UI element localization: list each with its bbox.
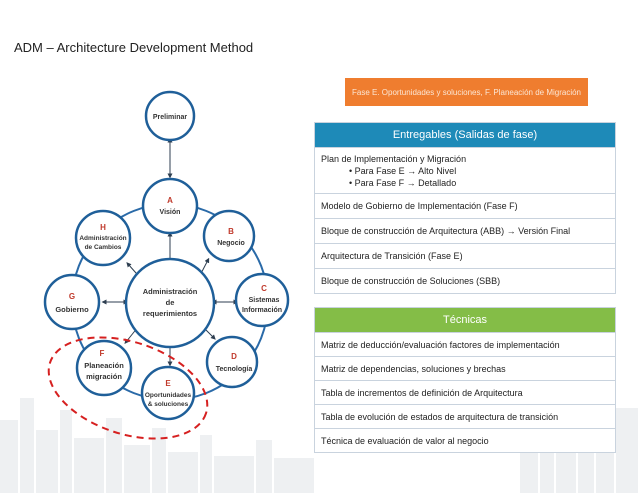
- entregables-row-1-sub-2: • Para Fase F → Detallado: [349, 177, 457, 188]
- node-b-label: Negocio: [217, 240, 245, 247]
- tecnicas-row-1: Matriz de deducción/evaluación factores …: [315, 332, 615, 356]
- node-c-line2: Información: [242, 307, 282, 314]
- node-b-letter: B: [228, 227, 234, 236]
- node-d-label: Tecnología: [216, 366, 253, 373]
- entregables-row-2: Modelo de Gobierno de Implementación (Fa…: [315, 193, 615, 218]
- tecnicas-row-3: Tabla de incrementos de definición de Ar…: [315, 380, 615, 404]
- node-center-line1: Administración: [143, 287, 198, 296]
- entregables-panel: Entregables (Salidas de fase) Plan de Im…: [314, 122, 616, 294]
- node-d-letter: D: [231, 352, 237, 361]
- node-e-letter: E: [165, 379, 171, 388]
- entregables-row-5: Bloque de construcción de Soluciones (SB…: [315, 268, 615, 293]
- node-a[interactable]: A Visión: [141, 177, 199, 235]
- node-h[interactable]: H Administración de Cambios: [74, 209, 132, 267]
- highlight-ellipse: [47, 336, 209, 440]
- node-g[interactable]: G Gobierno: [43, 273, 101, 331]
- node-d[interactable]: D Tecnología: [205, 335, 259, 389]
- node-f-letter: F: [100, 349, 105, 358]
- node-c-line1: Sistemas: [249, 297, 280, 304]
- node-g-letter: G: [69, 292, 75, 301]
- entregables-row-4: Arquitectura de Transición (Fase E): [315, 243, 615, 268]
- entregables-header: Entregables (Salidas de fase): [315, 123, 615, 147]
- node-center-line2: de: [166, 298, 175, 307]
- node-e[interactable]: E Oportunidades & soluciones: [140, 365, 196, 421]
- node-e-line1: Oportunidades: [145, 392, 192, 399]
- entregables-row-3: Bloque de construcción de Arquitectura (…: [315, 218, 615, 243]
- tecnicas-panel: Técnicas Matriz de deducción/evaluación …: [314, 307, 616, 453]
- node-a-label: Visión: [160, 209, 181, 216]
- node-c-letter: C: [261, 284, 267, 293]
- node-a-letter: A: [167, 196, 173, 205]
- node-center-line3: requerimientos: [143, 309, 197, 318]
- node-h-line2: de Cambios: [85, 244, 122, 251]
- node-preliminar[interactable]: Preliminar: [144, 90, 196, 142]
- page-title: ADM – Architecture Development Method: [14, 40, 254, 55]
- tecnicas-row-5: Técnica de evaluación de valor al negoci…: [315, 428, 615, 452]
- tecnicas-row-4: Tabla de evolución de estados de arquite…: [315, 404, 615, 428]
- entregables-row-1-text: Plan de Implementación y Migración: [321, 153, 467, 164]
- node-g-label: Gobierno: [55, 305, 89, 314]
- node-e-line2: & soluciones: [148, 401, 189, 408]
- tecnicas-header: Técnicas: [315, 308, 615, 332]
- phase-note-box: Fase E. Oportunidades y soluciones, F. P…: [345, 78, 588, 106]
- phase-note-text: Fase E. Oportunidades y soluciones, F. P…: [351, 87, 581, 97]
- node-preliminar-label: Preliminar: [153, 114, 188, 121]
- entregables-row-1: Plan de Implementación y Migración • Par…: [315, 147, 615, 193]
- entregables-row-1-sub-1: • Para Fase E → Alto Nivel: [349, 165, 457, 176]
- node-h-line1: Administración: [79, 235, 126, 242]
- node-f-line1: Planeación: [84, 361, 124, 370]
- node-center[interactable]: Administración de requerimientos: [124, 257, 216, 349]
- node-h-letter: H: [100, 223, 106, 232]
- node-f[interactable]: F Planeación migración: [75, 339, 133, 397]
- node-f-line2: migración: [86, 372, 122, 381]
- tecnicas-row-2: Matriz de dependencias, soluciones y bre…: [315, 356, 615, 380]
- node-c[interactable]: C Sistemas Información: [234, 272, 290, 328]
- node-b[interactable]: B Negocio: [202, 209, 256, 263]
